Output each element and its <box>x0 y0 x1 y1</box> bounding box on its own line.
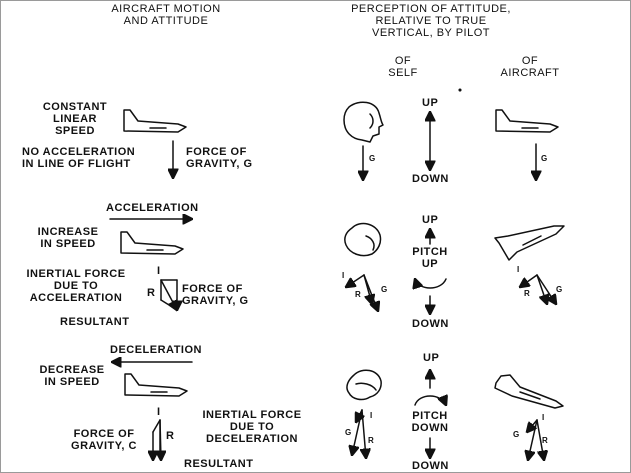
label-pitch-down: PITCH DOWN <box>411 410 449 434</box>
acceleration-force-vectors <box>160 279 177 310</box>
pilot-head-upright-icon <box>343 101 384 143</box>
stray-mark <box>458 88 462 92</box>
label-ac-r-row3: R <box>542 436 549 445</box>
self-force-vectors-accel <box>346 274 378 311</box>
deceleration-force-vectors <box>153 419 161 460</box>
header-perception: PERCEPTION OF ATTITUDE, RELATIVE TO TRUE… <box>351 3 511 39</box>
pitch-down-rotation-arrow <box>414 396 446 405</box>
label-i-row3: I <box>157 406 161 418</box>
label-resultant-row2: RESULTANT <box>60 316 130 328</box>
label-ac-i-row2: I <box>517 265 520 274</box>
self-force-vectors-decel <box>352 409 366 458</box>
pitch-up-rotation-arrow <box>415 279 447 288</box>
header-of-self: OF SELF <box>388 55 418 79</box>
label-constant-speed: CONSTANT LINEAR SPEED <box>42 101 108 137</box>
label-self-g-row1: g <box>369 154 376 163</box>
label-increase-speed: INCREASE IN SPEED <box>37 226 99 250</box>
header-of-aircraft: OF AIRCRAFT <box>500 55 560 79</box>
label-gravity-row1: FORCE OF GRAVITY, g <box>186 146 253 170</box>
label-self-r-row2: R <box>355 290 362 299</box>
label-down-row2: DOWN <box>412 318 449 330</box>
label-i-row2: I <box>157 265 161 277</box>
label-inertial-deceleration: INERTIAL FORCE DUE TO DECELERATION <box>202 409 302 445</box>
label-down-row1: DOWN <box>412 173 449 185</box>
label-up-row3: UP <box>423 352 440 364</box>
aircraft-level-perceived-icon <box>495 109 559 133</box>
label-down-row3: DOWN <box>412 460 449 472</box>
header-aircraft-motion: AIRCRAFT MOTION AND ATTITUDE <box>111 3 221 27</box>
label-no-acceleration: NO ACCELERATION IN LINE OF FLIGHT <box>22 146 136 170</box>
pilot-head-tilted-back-icon <box>344 222 382 257</box>
label-resultant-row3: RESULTANT <box>184 458 254 470</box>
label-r-row2: R <box>147 287 156 299</box>
label-self-r-row3: R <box>368 436 375 445</box>
label-aircraft-g-row1: g <box>541 154 548 163</box>
label-up-row2: UP <box>422 214 439 226</box>
label-deceleration: DECELERATION <box>110 344 202 356</box>
label-gravity-row2: FORCE OF GRAVITY, g <box>182 283 249 307</box>
aircraft-force-vectors-decel <box>527 419 544 460</box>
label-self-g-row2: g <box>381 285 388 294</box>
label-up-row1: UP <box>422 97 439 109</box>
label-pitch-up: PITCH UP <box>412 246 448 270</box>
label-inertial-acceleration: INERTIAL FORCE DUE TO ACCELERATION <box>26 268 126 304</box>
label-r-row3: R <box>166 430 175 442</box>
aircraft-accelerating-icon <box>120 231 184 255</box>
label-ac-g-row3: g <box>513 430 520 439</box>
aircraft-force-vectors-accel <box>520 274 556 304</box>
label-gravity-row3: FORCE OF GRAVITY, c <box>71 428 137 452</box>
label-self-i-row2: I <box>342 271 345 280</box>
label-ac-r-row2: R <box>524 289 531 298</box>
label-ac-g-row2: g <box>556 285 563 294</box>
label-ac-i-row3: I <box>542 413 545 422</box>
aircraft-decelerating-icon <box>124 373 188 397</box>
label-self-i-row3: I <box>370 411 373 420</box>
pilot-head-tilted-forward-icon <box>346 369 382 401</box>
aircraft-level-icon <box>123 109 187 133</box>
label-acceleration: ACCELERATION <box>106 202 199 214</box>
label-self-g-row3: g <box>345 428 352 437</box>
label-decrease-speed: DECREASE IN SPEED <box>39 364 105 388</box>
aircraft-pitched-up-icon <box>494 225 565 261</box>
aircraft-pitched-down-icon <box>494 374 564 409</box>
